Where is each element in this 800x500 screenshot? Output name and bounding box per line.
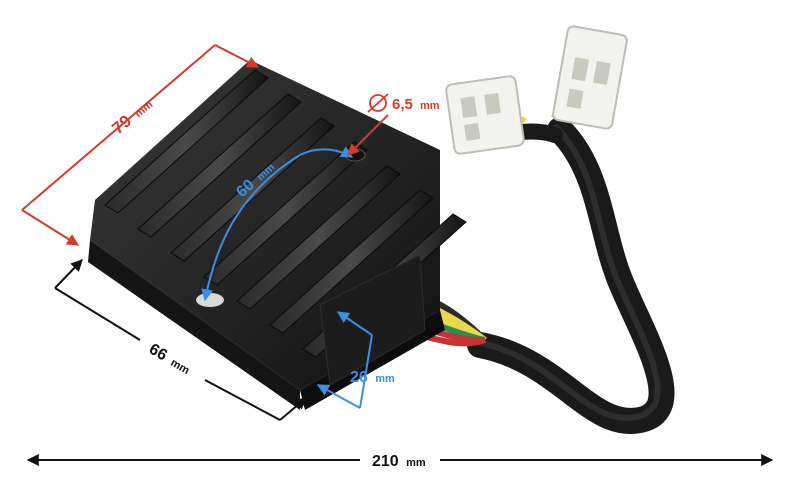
depth-value: 26: [350, 369, 368, 386]
total-length-unit: mm: [406, 457, 426, 469]
heat-sink-fin: [236, 165, 401, 310]
regulator-body: [88, 60, 467, 410]
heat-sink-fin: [170, 117, 335, 262]
svg-text:66 mm: 66 mm: [146, 341, 193, 378]
diameter-unit: mm: [420, 100, 440, 112]
heat-sink-fin: [104, 69, 269, 214]
depth-unit: mm: [375, 373, 395, 385]
dimension-hole-diameter: 6,5 mm: [347, 93, 440, 156]
width-value: 66: [146, 341, 170, 365]
total-length-value: 210: [372, 453, 399, 470]
heat-sink-fin: [269, 189, 434, 334]
dimension-depth: 26 mm: [316, 311, 395, 409]
svg-text:79 mm: 79 mm: [108, 94, 156, 138]
diameter-icon: [369, 94, 387, 112]
connector-small: [445, 75, 525, 155]
dimension-total-length: 210 mm: [26, 453, 774, 470]
heat-sink-fin: [203, 141, 368, 286]
heat-sink-fin: [137, 93, 302, 238]
diameter-value: 6,5: [392, 96, 413, 113]
svg-text:210 mm: 210 mm: [372, 453, 426, 470]
width-unit: mm: [168, 357, 191, 377]
connector-large: [552, 25, 628, 130]
height-unit: mm: [133, 98, 156, 120]
mounting-hole-lower: [196, 293, 224, 307]
svg-text:6,5 mm: 6,5 mm: [392, 96, 440, 113]
svg-text:26 mm: 26 mm: [350, 369, 395, 386]
